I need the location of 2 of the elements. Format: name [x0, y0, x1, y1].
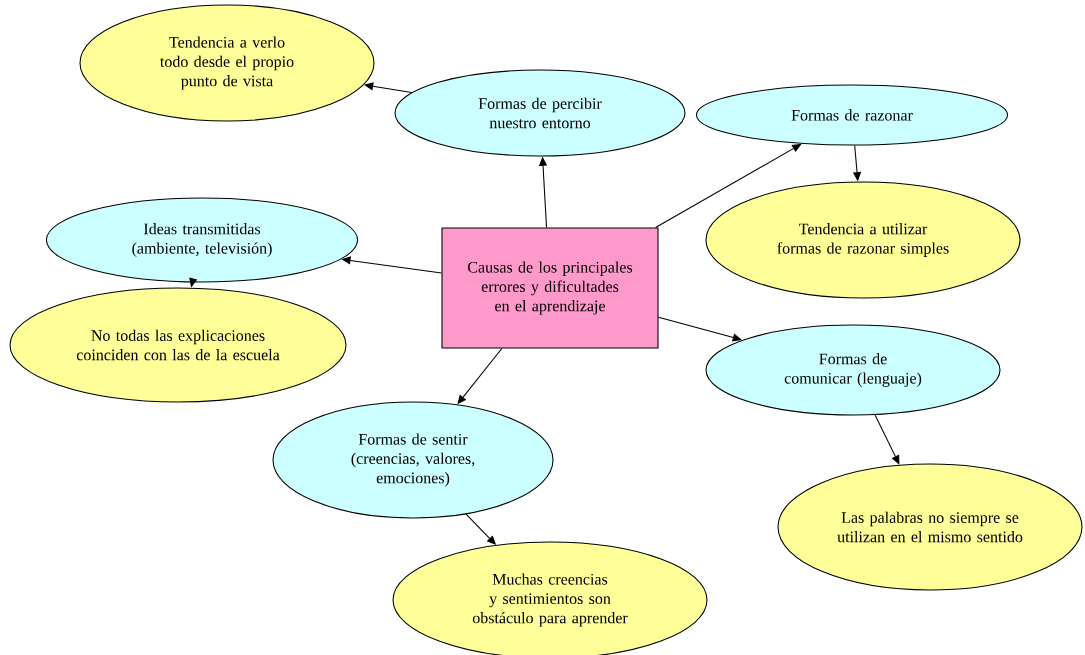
arrow — [874, 414, 900, 465]
cause-box: Causas de los principales errores y dificultades en el aprendizaje — [441, 227, 659, 349]
